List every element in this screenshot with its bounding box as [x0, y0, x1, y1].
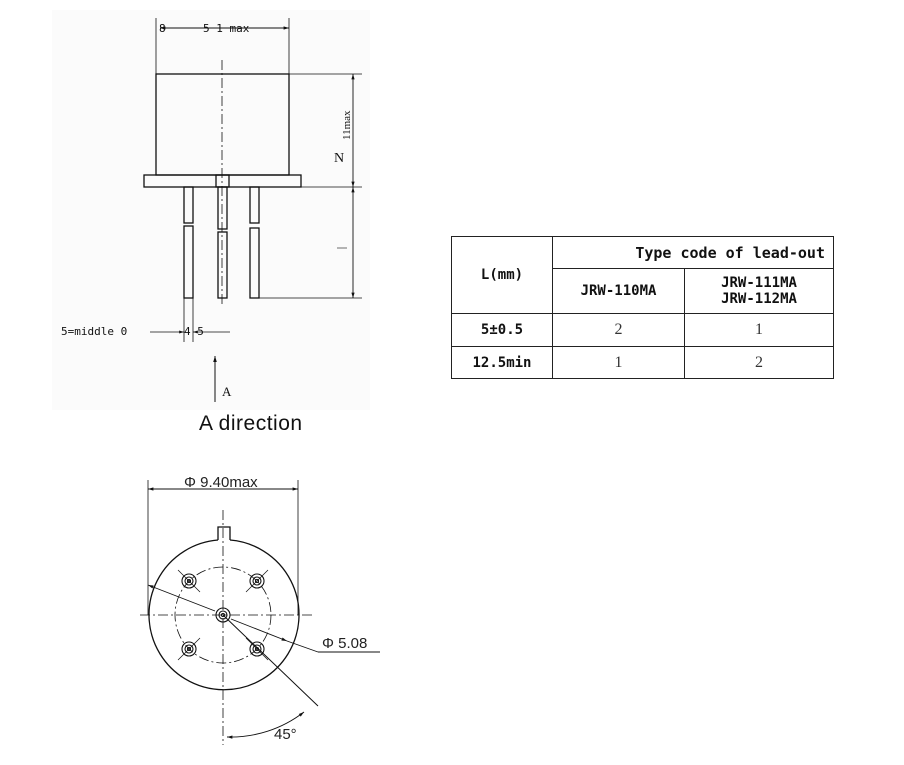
table-row: 12.5min 1 2 — [451, 346, 834, 379]
column-header-line: JRW-111MA — [721, 275, 797, 291]
key-tab — [217, 526, 231, 540]
bottom-view — [140, 480, 380, 745]
value-cell: 1 — [684, 313, 834, 347]
lead-out-table: L(mm) Type code of lead-out JRW-110MA JR… — [451, 236, 834, 379]
pin-holes — [177, 569, 269, 661]
value-cell: 2 — [684, 346, 834, 379]
side-view-background — [52, 10, 370, 410]
angle-arc — [226, 711, 305, 739]
pitch-circle-label: Φ 5.08 — [322, 635, 367, 652]
length-cell: 5±0.5 — [451, 313, 553, 347]
length-cell: 12.5min — [451, 346, 553, 379]
column-header: JRW-110MA — [552, 268, 685, 314]
column-header-line: JRW-112MA — [721, 291, 797, 307]
row-header: L(mm) — [451, 236, 553, 314]
header-outline — [148, 539, 300, 691]
pin-spacing: 4 5 — [184, 325, 204, 338]
height-letter: N — [334, 151, 344, 166]
diameter-label: Φ 9.40max — [184, 474, 258, 491]
angle-label: 45° — [274, 726, 297, 743]
width-prefix: 8 — [159, 22, 166, 35]
group-header: Type code of lead-out — [552, 236, 834, 269]
value-cell: 1 — [552, 346, 685, 379]
side-view — [143, 18, 362, 402]
view-caption: A direction — [199, 412, 303, 435]
table-row: 5±0.5 2 1 — [451, 313, 834, 347]
width-label: 5 1 max — [203, 22, 250, 35]
pin-note: 5=middle 0 — [61, 325, 127, 338]
view-arrow-label: A — [222, 384, 232, 399]
value-cell: 2 — [552, 313, 685, 347]
height-label: 11max — [341, 110, 353, 140]
pins — [183, 186, 260, 299]
